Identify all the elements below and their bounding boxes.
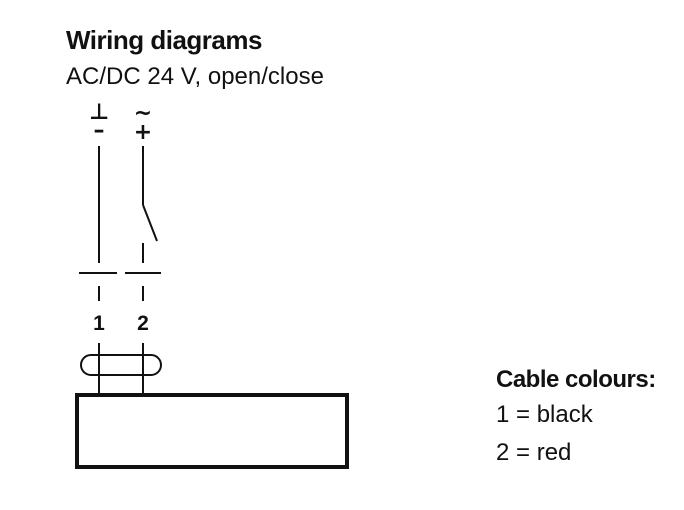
legend-item-1: 1 = black <box>496 401 593 428</box>
cable-colour-legend: Cable colours: 1 = black 2 = red <box>496 364 656 472</box>
diagram-title: Wiring diagrams <box>66 25 262 55</box>
cable-sheath <box>80 354 162 376</box>
actuator-device-box <box>75 393 349 469</box>
ac-symbol-2: ~ <box>134 101 152 126</box>
polarity-symbol-1: – <box>94 118 105 143</box>
legend-title: Cable colours: <box>496 366 656 393</box>
ground-symbol-1: ⊥ <box>89 100 109 125</box>
diagram-subtitle: AC/DC 24 V, open/close <box>66 63 324 90</box>
terminal-number-1: 1 <box>93 312 105 335</box>
polarity-symbol-2: + <box>134 120 152 145</box>
legend-item-2: 2 = red <box>496 439 572 466</box>
switch-contact <box>142 204 158 242</box>
terminal-number-2: 2 <box>137 312 149 335</box>
